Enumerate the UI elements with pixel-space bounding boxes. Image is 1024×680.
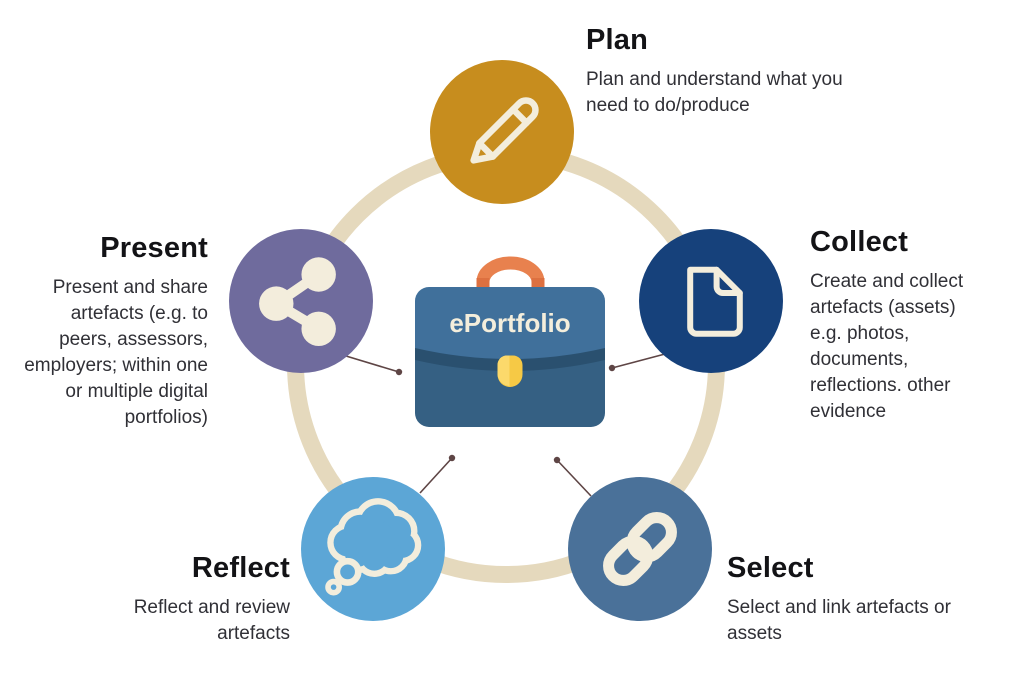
present-stage-circle (229, 229, 373, 373)
reflect-title: Reflect (191, 552, 290, 584)
plan-title: Plan (586, 24, 649, 56)
briefcase-handle (476, 256, 545, 298)
select-stage-circle (568, 477, 712, 621)
select-text-block: Select Select and link artefacts or asse… (727, 552, 959, 647)
plan-stage-circle (430, 60, 574, 204)
present-text-block: Present Present and share artefacts (e.g… (20, 232, 208, 431)
plan-text-block: Plan Plan and understand what you need t… (586, 24, 878, 119)
reflect-description: Reflect and review artefacts (133, 597, 290, 644)
document-icon (687, 266, 743, 337)
briefcase-body (415, 352, 605, 427)
plan-description: Plan and understand what you need to do/… (586, 69, 843, 116)
briefcase-flap (415, 287, 605, 359)
center-label: ePortfolio (449, 308, 570, 338)
select-title: Select (727, 552, 814, 584)
thought-cloud-icon (325, 498, 422, 596)
collect-stage-circle (639, 229, 783, 373)
reflect-text-block: Reflect Reflect and review artefacts (90, 552, 290, 647)
collect-title: Collect (810, 226, 909, 258)
pencil-icon (470, 97, 539, 164)
briefcase-icon: ePortfolio (415, 256, 605, 427)
briefcase-clasp-highlight (497, 355, 510, 386)
present-description: Present and share artefacts (e.g. to pee… (24, 277, 208, 428)
select-description: Select and link artefacts or assets (727, 597, 951, 644)
collect-text-block: Collect Create and collect artefacts (as… (810, 226, 972, 425)
collect-description: Create and collect artefacts (assets) e.… (810, 271, 964, 422)
present-title: Present (100, 232, 208, 264)
reflect-stage-circle (301, 477, 445, 621)
share-icon (259, 257, 336, 347)
chain-link-icon (603, 512, 677, 586)
